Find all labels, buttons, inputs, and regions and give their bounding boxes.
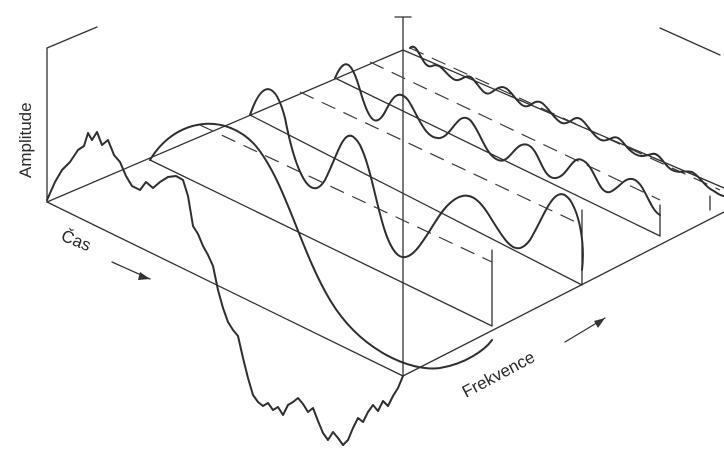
composite-signal bbox=[46, 131, 404, 446]
component-planes bbox=[149, 77, 711, 327]
frequency-axis-label: Frekvence bbox=[459, 347, 538, 401]
time-arrow bbox=[111, 261, 151, 280]
amplitude-axis-label: Amplitude bbox=[16, 102, 35, 178]
dash-axis-2 bbox=[299, 91, 583, 226]
component-wave-4 bbox=[409, 45, 724, 197]
dash-axis-4 bbox=[409, 47, 721, 191]
dashed-axes bbox=[199, 47, 721, 263]
back-right-edge bbox=[659, 27, 721, 56]
component-wave-2 bbox=[249, 88, 584, 271]
time-axis-label: Čas bbox=[59, 226, 94, 255]
frequency-arrow bbox=[564, 317, 606, 343]
frequency-baseline bbox=[402, 211, 724, 377]
back-top-edge-left bbox=[46, 26, 98, 49]
plane-edge-3 bbox=[334, 77, 661, 237]
component-wave-3 bbox=[334, 63, 661, 216]
component-wave-1 bbox=[149, 122, 493, 370]
bottom-front-edge bbox=[46, 201, 404, 377]
frequency-top-edge bbox=[402, 49, 724, 189]
plane-edge-2 bbox=[249, 114, 583, 286]
box-frame bbox=[46, 16, 724, 377]
plane-edge-1 bbox=[149, 159, 493, 327]
dash-axis-1 bbox=[199, 124, 493, 263]
dash-axis-3 bbox=[369, 61, 661, 201]
